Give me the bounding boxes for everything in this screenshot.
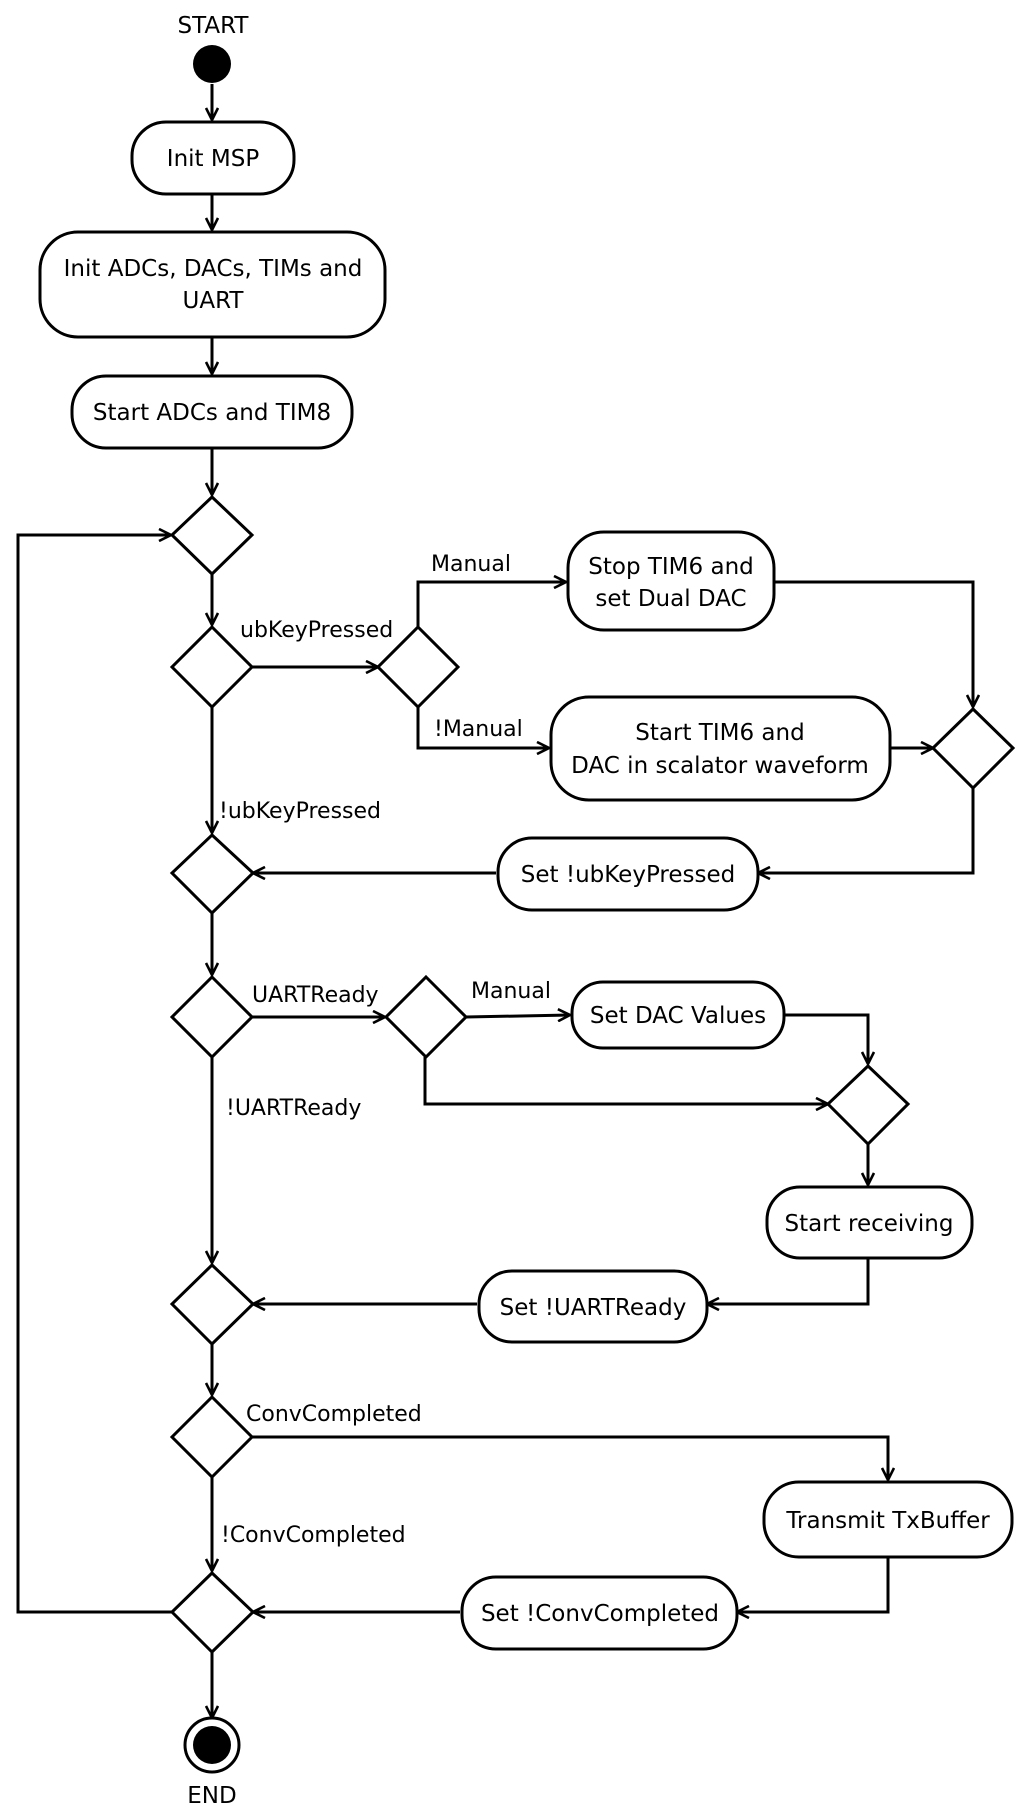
- action-label: Set !UARTReady: [500, 1295, 687, 1321]
- action-label-line2: set Dual DAC: [595, 586, 746, 612]
- merge-node-uart: [169, 1262, 256, 1347]
- action-start-receiving: Start receiving: [765, 1185, 974, 1260]
- diamonds: [169, 494, 1016, 1655]
- end-node: END: [183, 1716, 241, 1809]
- guard-manual-2: Manual: [471, 979, 551, 1004]
- action-set-not-convcompleted: Set !ConvCompleted: [460, 1575, 739, 1651]
- decision-manual-2: [383, 974, 469, 1060]
- action-label-line1: Start TIM6 and: [635, 720, 804, 746]
- action-label: Start ADCs and TIM8: [93, 400, 331, 426]
- edge-start-receiving-to-set-not-uartready: [707, 1258, 870, 1304]
- guard-uartready: UARTReady: [252, 983, 379, 1008]
- decision-uartready: [169, 974, 255, 1060]
- edge-not-manual-to-start-tim6: [416, 707, 549, 748]
- action-label-line2: UART: [183, 288, 245, 314]
- decision-convcompleted: [169, 1394, 255, 1480]
- action-label: Init MSP: [167, 146, 260, 172]
- action-box: [460, 1575, 739, 1651]
- action-box: [477, 1269, 709, 1344]
- action-box: [38, 230, 387, 339]
- end-inner-dot: [193, 1726, 231, 1764]
- start-label: START: [178, 13, 250, 39]
- guard-not-manual: !Manual: [434, 717, 523, 742]
- action-label-line2: DAC in scalator waveform: [571, 753, 869, 779]
- action-box: [566, 530, 776, 632]
- action-init-msp: Init MSP: [130, 120, 296, 196]
- decision-manual-1: [375, 624, 461, 710]
- action-label: Set !ubKeyPressed: [521, 862, 735, 888]
- action-box: [765, 1185, 974, 1260]
- action-set-dac-values: Set DAC Values: [570, 980, 786, 1050]
- action-label-line1: Init ADCs, DACs, TIMs and: [64, 256, 363, 282]
- start-circle: [193, 45, 231, 83]
- action-label-line1: Stop TIM6 and: [588, 554, 754, 580]
- guard-labels: ubKeyPressed Manual !Manual !ubKeyPresse…: [219, 552, 551, 1548]
- guard-ubkeypressed: ubKeyPressed: [240, 618, 393, 643]
- action-label: Set DAC Values: [590, 1003, 766, 1029]
- merge-node-dac-values: [825, 1063, 911, 1147]
- guard-not-ubkeypressed: !ubKeyPressed: [219, 799, 381, 824]
- action-set-not-uartready: Set !UARTReady: [477, 1269, 709, 1344]
- guard-not-uartready: !UARTReady: [226, 1096, 361, 1121]
- edge-conv-to-transmit: [252, 1435, 888, 1480]
- edge-set-dac-to-merge4: [784, 1013, 868, 1064]
- edges: [16, 84, 975, 1718]
- edge-manual-to-stop-tim6: [416, 582, 566, 627]
- action-init-peripherals: Init ADCs, DACs, TIMs and UART: [38, 230, 387, 339]
- edge-transmit-to-set-not-conv: [737, 1557, 890, 1612]
- guard-not-convcompleted: !ConvCompleted: [221, 1523, 406, 1548]
- edge-loop-back-to-merge1: [16, 535, 172, 1614]
- action-label: Transmit TxBuffer: [785, 1508, 990, 1534]
- action-set-not-ubkeypressed: Set !ubKeyPressed: [496, 836, 760, 912]
- merge-node-loop: [169, 494, 255, 577]
- action-transmit-txbuffer: Transmit TxBuffer: [762, 1480, 1014, 1559]
- action-box: [70, 374, 354, 450]
- action-stop-tim6: Stop TIM6 and set Dual DAC: [566, 530, 776, 632]
- action-start-adcs: Start ADCs and TIM8: [70, 374, 354, 450]
- action-box: [762, 1480, 1014, 1559]
- action-start-tim6: Start TIM6 and DAC in scalator waveform: [549, 695, 892, 802]
- edge-manual-to-set-dac: [465, 1015, 570, 1017]
- start-node: START: [178, 13, 250, 83]
- merge-node-ubkey: [169, 832, 256, 916]
- edge-not-manual-to-merge4: [423, 1057, 828, 1104]
- decision-ubkeypressed: [169, 624, 255, 710]
- action-box: [549, 695, 892, 802]
- action-box: [496, 836, 760, 912]
- merge-node-conv: [169, 1570, 256, 1655]
- action-label: Set !ConvCompleted: [481, 1601, 719, 1627]
- edge-stop-tim6-to-merge2: [774, 580, 973, 707]
- guard-convcompleted: ConvCompleted: [246, 1402, 422, 1427]
- action-box: [130, 120, 296, 196]
- end-label: END: [187, 1783, 236, 1809]
- action-label: Start receiving: [785, 1211, 954, 1237]
- action-box: [570, 980, 786, 1050]
- merge-node-dac-mode: [930, 706, 1016, 791]
- guard-manual-1: Manual: [431, 552, 511, 577]
- edge-merge2-to-set-not-ubkey: [758, 788, 975, 873]
